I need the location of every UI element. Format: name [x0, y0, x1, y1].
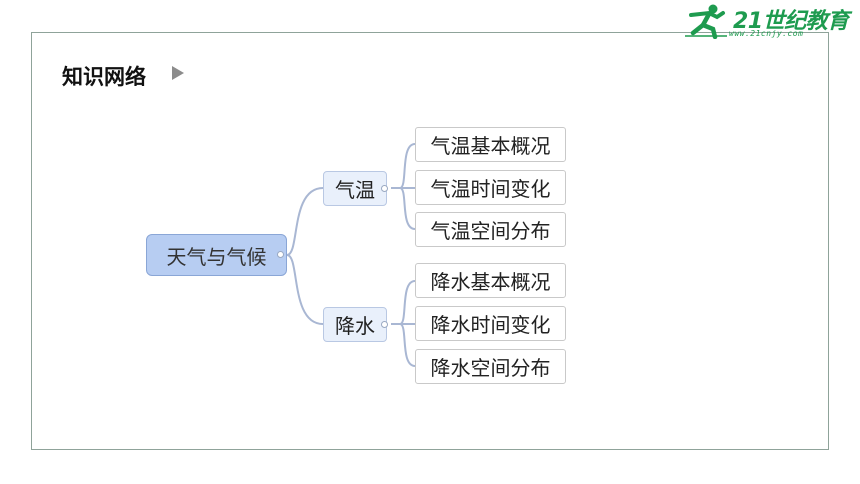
link-root-to-qiwen: [286, 187, 324, 256]
link-root-to-jiangshui: [286, 254, 324, 325]
collapse-toggle-icon[interactable]: [381, 185, 388, 192]
link-qiwen-to-leaf1: [391, 143, 416, 189]
branch-qiwen[interactable]: 气温: [323, 171, 387, 206]
branch-jiangshui[interactable]: 降水: [323, 307, 387, 342]
site-logo: 21世纪教育 www.21cnjy.com: [683, 3, 855, 41]
link-qiwen-to-leaf3: [399, 187, 416, 230]
link-jiangshui-to-leaf1: [391, 280, 416, 325]
leaf-node[interactable]: 气温空间分布: [415, 212, 566, 247]
link-jiangshui-to-leaf3: [399, 323, 416, 367]
collapse-toggle-icon[interactable]: [381, 321, 388, 328]
leaf-node[interactable]: 降水空间分布: [415, 349, 566, 384]
leaf-node[interactable]: 气温基本概况: [415, 127, 566, 162]
leaf-node[interactable]: 气温时间变化: [415, 170, 566, 205]
play-arrow-icon: [172, 66, 184, 80]
logo-text: 21世纪教育: [733, 9, 849, 34]
collapse-toggle-icon[interactable]: [277, 251, 284, 258]
mindmap-root[interactable]: 天气与气候: [146, 234, 287, 276]
runner-icon: [685, 4, 727, 39]
slide-frame: [31, 32, 829, 450]
section-title: 知识网络: [62, 65, 146, 89]
leaf-node[interactable]: 降水时间变化: [415, 306, 566, 341]
leaf-node[interactable]: 降水基本概况: [415, 263, 566, 298]
logo-url: www.21cnjy.com: [729, 29, 804, 38]
